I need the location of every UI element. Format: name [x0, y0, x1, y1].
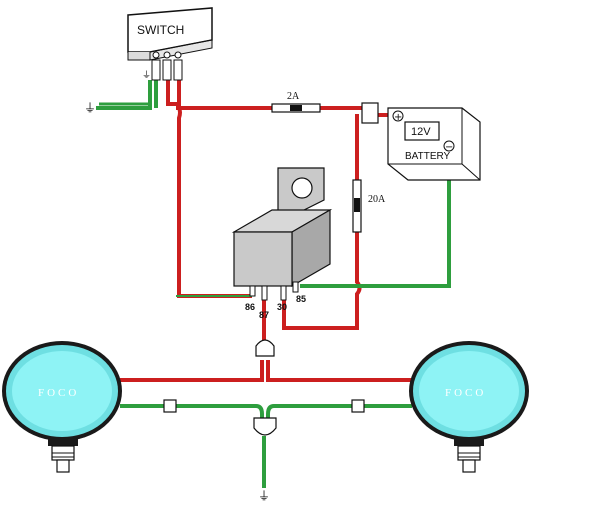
wire-switch-to-relay-86: [177, 78, 252, 298]
battery-voltage: 12V: [411, 126, 431, 138]
connector-green-splitter: [253, 417, 277, 436]
relay[interactable]: 86 87 30 85: [231, 167, 333, 320]
relay-mounting-hole: [291, 177, 313, 199]
fog-lamp-left[interactable]: FOCO: [2, 341, 122, 473]
wire-red-to-left-lamp: [120, 360, 264, 382]
connector-green-left: [163, 399, 177, 413]
relay-pin-86: [249, 285, 256, 297]
connector-green-right: [351, 399, 365, 413]
wire-20a-to-relay-30: [282, 232, 362, 330]
fuse-20a-label: 20A: [368, 194, 386, 205]
relay-pin-30: [280, 285, 287, 301]
battery[interactable]: 12V BATTERY + −: [387, 107, 481, 181]
relay-pin-87: [261, 285, 268, 301]
junction-connector: [361, 102, 379, 124]
relay-pin-85: [292, 281, 299, 293]
fuse-2a[interactable]: 2A: [271, 91, 321, 113]
rocker-switch[interactable]: SWITCH ⏚: [127, 7, 213, 81]
fog-lamp-right[interactable]: FOCO: [409, 341, 529, 473]
ground-bottom-icon: ⏚: [258, 489, 270, 503]
relay-pin-87-label: 87: [259, 310, 269, 320]
relay-pin-30-label: 30: [277, 302, 287, 312]
wire-battery-neg-to-relay-85: [300, 148, 451, 288]
battery-positive-sign: +: [394, 112, 402, 123]
battery-positive-terminal: [392, 110, 404, 122]
wire-green-right-lamp: [266, 404, 412, 420]
battery-negative-sign: −: [445, 142, 453, 153]
switch-terminal-ground: [152, 51, 160, 59]
switch-ground-symbol: ⏚: [142, 70, 151, 81]
switch-terminal-load: [174, 51, 182, 59]
wire-ground-switch: [96, 80, 152, 110]
connector-red-splitter: [255, 339, 275, 357]
switch-label: SWITCH: [137, 23, 184, 37]
fuse-20a[interactable]: 20A: [352, 179, 386, 233]
switch-terminal-power: [163, 51, 171, 59]
fuse-2a-label: 2A: [287, 91, 300, 102]
battery-label: BATTERY: [405, 151, 451, 162]
wire-red-to-right-lamp: [266, 360, 412, 382]
relay-pin-85-label: 85: [296, 294, 306, 304]
lamp-right-label: FOCO: [445, 387, 486, 399]
lamp-left-label: FOCO: [38, 387, 79, 399]
wire-green-left-lamp: [120, 404, 264, 420]
wire-switch-to-fuse: [166, 78, 272, 110]
relay-pin-86-label: 86: [245, 302, 255, 312]
ground-left-icon: ⏚: [84, 101, 96, 115]
battery-negative-terminal: [443, 140, 455, 152]
